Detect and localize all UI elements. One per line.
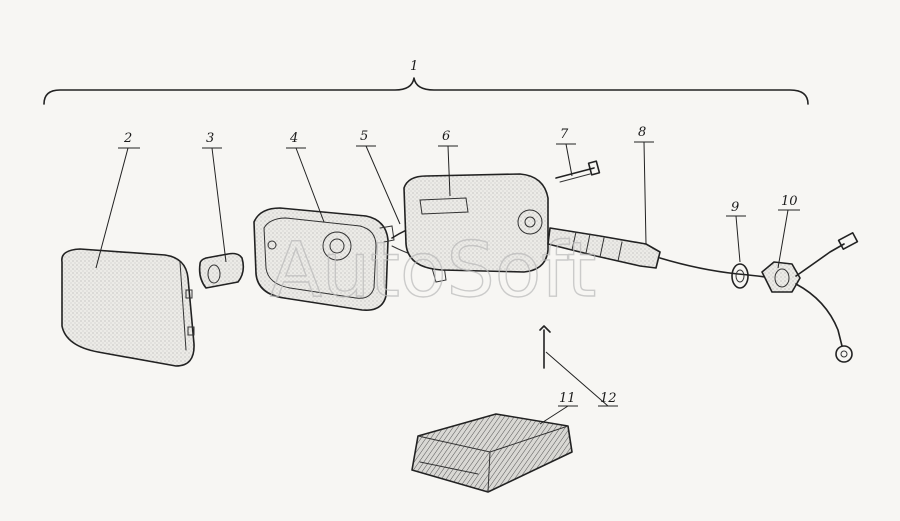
label-4: 4 bbox=[289, 131, 298, 146]
mounting-block-part bbox=[411, 413, 573, 493]
label-7: 7 bbox=[560, 127, 569, 142]
label-12: 12 bbox=[600, 391, 617, 406]
nut-part bbox=[761, 232, 859, 363]
leader-lines bbox=[95, 141, 800, 425]
lens-part bbox=[61, 248, 195, 367]
label-3: 3 bbox=[206, 131, 214, 146]
washer-part bbox=[731, 263, 749, 289]
reflector-part bbox=[253, 207, 395, 312]
label-1: 1 bbox=[410, 59, 418, 74]
screw-part-12 bbox=[539, 325, 551, 369]
label-10: 10 bbox=[781, 194, 798, 209]
label-9: 9 bbox=[731, 200, 739, 215]
label-5: 5 bbox=[360, 129, 368, 144]
label-2: 2 bbox=[123, 131, 132, 146]
label-6: 6 bbox=[442, 129, 450, 144]
connector-part bbox=[547, 227, 661, 269]
assembly-brace bbox=[43, 77, 809, 105]
label-11: 11 bbox=[559, 391, 576, 406]
watermark-text: AutoSoft bbox=[270, 225, 596, 314]
screw-part-7 bbox=[555, 160, 601, 183]
bulb-part bbox=[198, 252, 245, 289]
housing-part bbox=[403, 173, 549, 273]
label-8: 8 bbox=[638, 125, 646, 140]
